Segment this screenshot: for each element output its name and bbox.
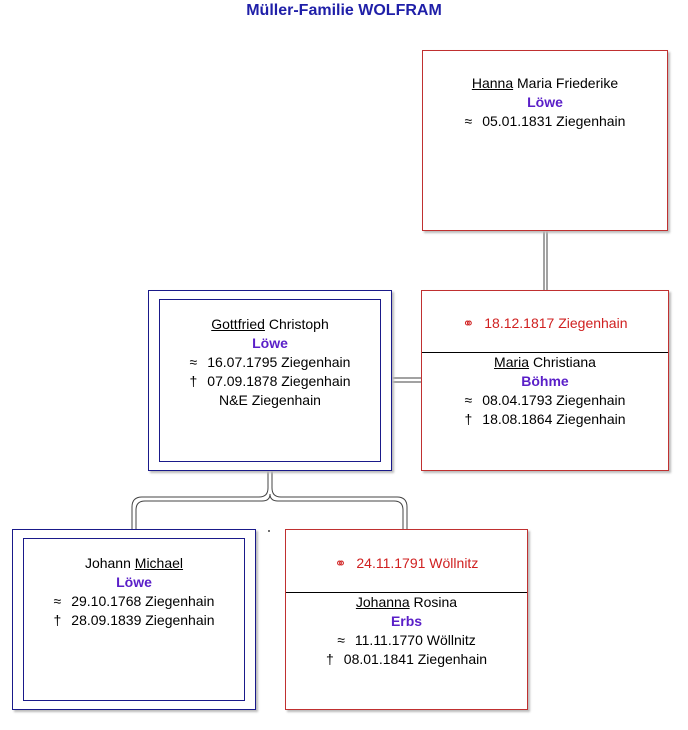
divider: [422, 352, 668, 353]
baptism-date: 11.11.1770 Wöllnitz: [354, 632, 476, 648]
person-card-maria[interactable]: ⚭18.12.1817 Ziegenhain Maria Christiana …: [421, 290, 669, 471]
first-name: Gottfried: [211, 316, 265, 332]
person-name: Gottfried Christoph: [149, 315, 391, 334]
marriage-rings-icon: ⚭: [462, 315, 475, 331]
first-name: Hanna: [471, 75, 514, 91]
marriage-line: ⚭ 24.11.1791 Wöllnitz: [286, 555, 527, 572]
marriage-line: ⚭ 18.12.1817 Ziegenhain: [422, 315, 668, 332]
death-line: † 08.01.1841 Ziegenhain: [286, 650, 527, 669]
marriage-rings-icon: ⚭: [334, 555, 347, 571]
other-names: Johann: [84, 555, 131, 571]
person-card-johanna[interactable]: ⚭ 24.11.1791 Wöllnitz Johanna Rosina Erbs…: [285, 529, 528, 710]
person-name: Johanna Rosina: [286, 593, 527, 612]
death-date: 28.09.1839 Ziegenhain: [71, 612, 215, 628]
person-card-johann[interactable]: Johann Michael Löwe ≈29.10.1768 Ziegenha…: [12, 529, 256, 710]
person-name: Johann Michael: [13, 554, 255, 573]
baptism-line: ≈08.04.1793 Ziegenhain: [422, 391, 668, 410]
death-date: 08.01.1841 Ziegenhain: [343, 651, 488, 667]
baptism-icon: ≈: [464, 113, 473, 129]
baptism-line: ≈11.11.1770 Wöllnitz: [286, 631, 527, 650]
surname: Löwe: [252, 335, 288, 351]
person-card-hanna[interactable]: Hanna Maria Friederike Löwe ≈05.01.1831 …: [422, 50, 668, 231]
baptism-line: ≈16.07.1795 Ziegenhain: [149, 353, 391, 372]
baptism-icon: ≈: [189, 354, 198, 370]
baptism-date: 08.04.1793 Ziegenhain: [482, 392, 626, 408]
death-dagger-icon: †: [189, 373, 198, 389]
first-name: Maria: [494, 354, 530, 370]
death-dagger-icon: †: [53, 612, 62, 628]
death-date: 18.08.1864 Ziegenhain: [482, 411, 626, 427]
person-name: Hanna Maria Friederike: [423, 74, 667, 93]
death-line: † 28.09.1839 Ziegenhain: [13, 611, 255, 630]
surname: Böhme: [521, 373, 569, 389]
baptism-date: 05.01.1831 Ziegenhain: [482, 113, 626, 129]
first-name: Michael: [134, 555, 184, 571]
other-names: Maria Friederike: [517, 75, 619, 91]
marriage-date: 24.11.1791 Wöllnitz: [356, 555, 479, 571]
death-dagger-icon: †: [325, 651, 334, 667]
page-title: Müller-Familie WOLFRAM: [246, 2, 442, 19]
baptism-icon: ≈: [53, 593, 62, 609]
surname: Löwe: [527, 94, 563, 110]
death-date: 07.09.1878 Ziegenhain: [207, 373, 351, 389]
baptism-icon: ≈: [464, 392, 473, 408]
death-dagger-icon: †: [464, 411, 473, 427]
death-line: † 07.09.1878 Ziegenhain: [149, 372, 391, 391]
inner-frame: [159, 299, 381, 462]
divider: [286, 592, 527, 593]
first-name: Johanna: [355, 594, 410, 610]
baptism-date: 29.10.1768 Ziegenhain: [71, 593, 215, 609]
baptism-icon: ≈: [337, 632, 345, 648]
baptism-date: 16.07.1795 Ziegenhain: [207, 354, 351, 370]
person-card-gottfried[interactable]: Gottfried Christoph Löwe ≈16.07.1795 Zie…: [148, 290, 392, 471]
inner-frame: [23, 538, 245, 701]
baptism-line: ≈29.10.1768 Ziegenhain: [13, 592, 255, 611]
surname: Löwe: [116, 574, 152, 590]
other-names: Christoph: [268, 316, 329, 332]
surname: Erbs: [390, 613, 423, 629]
death-line: † 18.08.1864 Ziegenhain: [422, 410, 668, 429]
baptism-line: ≈05.01.1831 Ziegenhain: [423, 112, 667, 131]
marriage-date: 18.12.1817 Ziegenhain: [484, 315, 628, 331]
other-names: Christiana: [532, 354, 596, 370]
note: N&E Ziegenhain: [219, 392, 321, 408]
other-names: Rosina: [413, 594, 458, 610]
person-name: Maria Christiana: [422, 353, 668, 372]
